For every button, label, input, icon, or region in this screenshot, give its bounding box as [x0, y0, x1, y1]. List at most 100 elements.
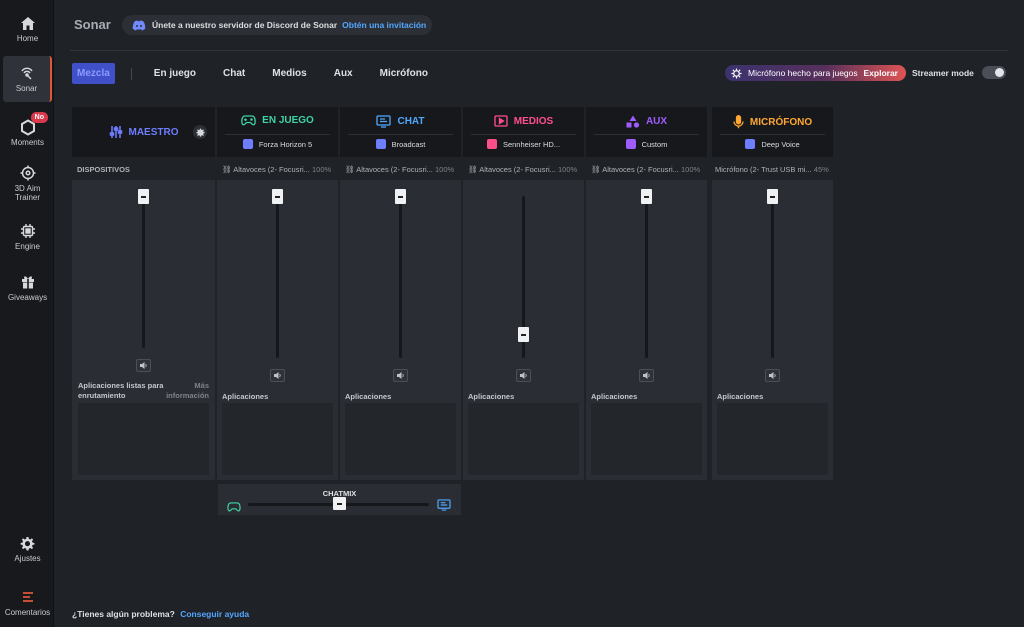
- apps-box: [591, 403, 702, 475]
- speaker-icon[interactable]: [136, 359, 151, 372]
- streamer-mode-toggle[interactable]: [982, 66, 1006, 79]
- preset-name: Deep Voice: [761, 139, 800, 149]
- sidebar-item-engine[interactable]: Engine: [3, 222, 52, 251]
- volume-fader-aux[interactable]: [641, 189, 652, 204]
- channel-preset[interactable]: Forza Horizon 5: [217, 139, 338, 149]
- help-text: ¿Tienes algún problema?: [72, 609, 175, 619]
- sidebar-item-sonar[interactable]: Sonar: [3, 56, 52, 102]
- gift-icon: [20, 273, 36, 291]
- speaker-icon[interactable]: [639, 369, 654, 382]
- channel-name: MEDIOS: [513, 115, 554, 127]
- speaker-icon[interactable]: [516, 369, 531, 382]
- get-help-link[interactable]: Conseguir ayuda: [180, 609, 250, 619]
- gear-icon: [20, 534, 35, 552]
- tab-mezcla[interactable]: Mezcla: [72, 63, 115, 84]
- speaker-icon[interactable]: [765, 369, 780, 382]
- channel-device-label: DISPOSITIVOS: [77, 165, 130, 174]
- speaker-icon[interactable]: [393, 369, 408, 382]
- volume-fader-medios[interactable]: [518, 327, 529, 342]
- channel-device-label[interactable]: ⛓ Altavoces (2- Focusri... 100%: [345, 165, 455, 174]
- chat-monitor-icon: [437, 498, 451, 516]
- channel-body-microfono: Aplicaciones: [712, 180, 833, 480]
- channel-preset[interactable]: Broadcast: [340, 139, 461, 149]
- hexagon-icon: [20, 118, 36, 136]
- header-divider: [225, 134, 330, 135]
- channel-body-medios: Aplicaciones: [463, 180, 584, 480]
- more-info-link[interactable]: Más información: [166, 381, 209, 400]
- channel-header-chat: CHAT Broadcast: [340, 107, 461, 157]
- channel-preset[interactable]: Deep Voice: [712, 139, 833, 149]
- link-icon: ⛓: [591, 165, 603, 174]
- sidebar-item-home[interactable]: Home: [3, 14, 52, 43]
- channel-body-maestro: Aplicaciones listas para enrutamiento Má…: [72, 180, 215, 480]
- volume-track: [399, 196, 402, 358]
- channel-device-label[interactable]: ⛓ Altavoces (2- Focusri... 100%: [468, 165, 578, 174]
- chip-icon: [20, 222, 36, 240]
- channel-title: MICRÓFONO: [712, 115, 833, 129]
- tab-medios[interactable]: Medios: [272, 68, 307, 79]
- apps-ready-label: Aplicaciones listas para enrutamiento: [78, 381, 164, 400]
- apps-box: [222, 403, 333, 475]
- sidebar-item-label: Ajustes: [14, 554, 41, 563]
- help-footer: ¿Tienes algún problema? Conseguir ayuda: [72, 609, 249, 619]
- chatmix-label: CHATMIX: [322, 489, 357, 498]
- channel-device-label[interactable]: Micrófono (2- Trust USB mi... 45%: [715, 165, 829, 174]
- header-divider: [471, 134, 576, 135]
- channel-header-en-juego: EN JUEGO Forza Horizon 5: [217, 107, 338, 157]
- apps-label: Aplicaciones: [222, 392, 269, 401]
- apps-box: [717, 403, 828, 475]
- sidebar-item-giveaways[interactable]: Giveaways: [3, 273, 52, 302]
- channel-name: AUX: [645, 116, 668, 127]
- preset-name: Custom: [641, 139, 668, 149]
- channel-body-aux: Aplicaciones: [586, 180, 707, 480]
- apps-box: [78, 403, 209, 475]
- channel-device-label[interactable]: ⛓ Altavoces (2- Focusri... 100%: [591, 165, 701, 174]
- tab-en-juego[interactable]: En juego: [153, 68, 197, 79]
- discord-banner[interactable]: Únete a nuestro servidor de Discord de S…: [122, 15, 432, 35]
- target-icon: [20, 164, 36, 182]
- channel-device-label[interactable]: ⛓ Altavoces (2- Focusri... 100%: [222, 165, 332, 174]
- volume-track: [771, 196, 774, 358]
- channel-body-chat: Aplicaciones: [340, 180, 461, 480]
- link-icon: ⛓: [345, 165, 357, 174]
- volume-fader-chat[interactable]: [395, 189, 406, 204]
- sidebar-item-moments[interactable]: No Moments: [3, 112, 52, 147]
- link-icon: ⛓: [468, 165, 480, 174]
- channel-body-en-juego: Aplicaciones: [217, 180, 338, 480]
- channel-header-medios: MEDIOS Sennheiser HD...: [463, 107, 584, 157]
- channel-settings-gear-icon[interactable]: [193, 125, 207, 139]
- preset-name: Sennheiser HD...: [502, 139, 561, 149]
- tab-aux[interactable]: Aux: [333, 68, 353, 79]
- channel-preset[interactable]: Sennheiser HD...: [463, 139, 584, 149]
- chatmix-panel: CHATMIX: [218, 484, 461, 515]
- mic-promo-banner[interactable]: Micrófono hecho para juegos Explorar: [725, 65, 906, 81]
- volume-track: [645, 196, 648, 358]
- sidebar-item-label: Sonar: [15, 84, 38, 93]
- mic-promo-explore-link[interactable]: Explorar: [863, 68, 899, 78]
- preset-icon: [375, 139, 386, 149]
- channel-name: CHAT: [397, 116, 425, 127]
- speaker-icon[interactable]: [270, 369, 285, 382]
- volume-track: [142, 196, 145, 348]
- sidebar-item-label: Giveaways: [7, 293, 48, 302]
- sidebar-item-aim-trainer[interactable]: 3D Aim Trainer: [3, 164, 52, 202]
- preset-icon: [242, 139, 253, 149]
- sidebar-item-label: Engine: [15, 242, 40, 251]
- volume-fader-en-juego[interactable]: [272, 189, 283, 204]
- channel-preset[interactable]: Custom: [586, 139, 707, 149]
- microphone-icon: [733, 115, 744, 129]
- tab-chat[interactable]: Chat: [223, 68, 246, 79]
- volume-fader-maestro[interactable]: [138, 189, 149, 204]
- sidebar-item-settings[interactable]: Ajustes: [3, 534, 52, 563]
- gamepad-icon: [241, 115, 256, 126]
- chatmix-knob[interactable]: [332, 497, 346, 510]
- home-icon: [20, 14, 36, 32]
- preset-icon: [486, 139, 497, 149]
- discord-invite-link[interactable]: Obtén una invitación: [342, 20, 427, 30]
- volume-track: [276, 196, 279, 358]
- volume-fader-microfono[interactable]: [767, 189, 778, 204]
- tab-microfono[interactable]: Micrófono: [379, 68, 428, 79]
- preset-name: Broadcast: [391, 139, 426, 149]
- sidebar-item-feedback[interactable]: Comentarios: [3, 588, 52, 617]
- mic-promo-text: Micrófono hecho para juegos: [748, 68, 858, 78]
